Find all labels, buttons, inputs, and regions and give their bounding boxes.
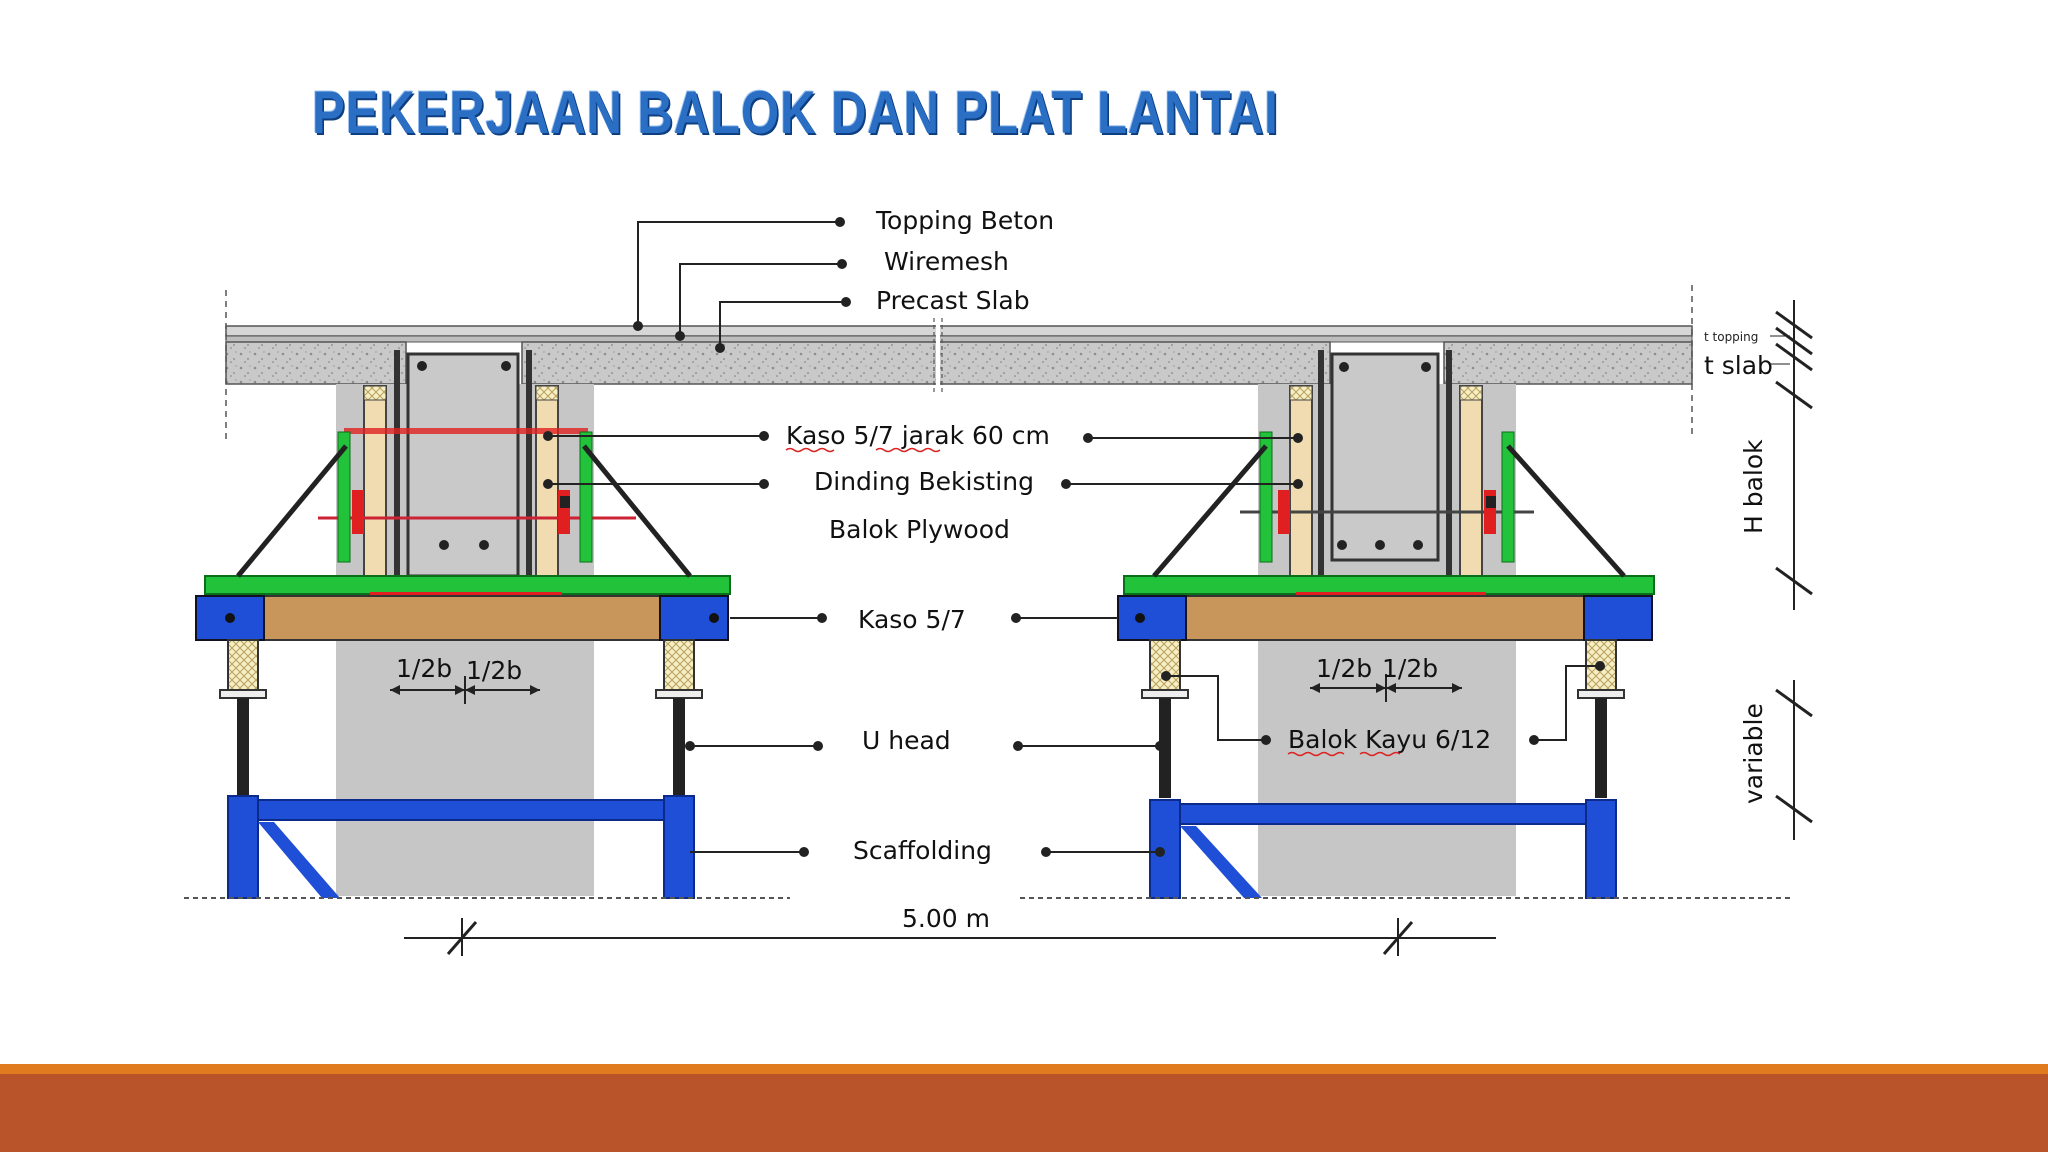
slab — [225, 285, 1693, 440]
label-scaffolding: Scaffolding — [853, 836, 992, 865]
label-topping-beton: Topping Beton — [875, 206, 1054, 235]
vertical-dimensions — [1770, 300, 1813, 840]
label-variable: variable — [1739, 703, 1768, 804]
label-half-b-left-2: 1/2b — [466, 656, 522, 685]
label-dinding-bekisting: Dinding Bekisting — [814, 467, 1034, 496]
span-dimension — [404, 918, 1496, 956]
label-precast-slab: Precast Slab — [876, 286, 1030, 315]
label-wiremesh: Wiremesh — [884, 247, 1009, 276]
page-title: PEKERJAAN BALOK DAN PLAT LANTAI — [312, 79, 1279, 146]
beam-left — [195, 350, 731, 899]
footer-bar — [0, 1074, 2048, 1152]
label-half-b-left-1: 1/2b — [396, 654, 452, 683]
label-u-head: U head — [862, 726, 951, 755]
label-kaso: Kaso 5/7 — [858, 605, 966, 634]
label-kaso-jarak: Kaso 5/7 jarak 60 cm — [786, 421, 1050, 450]
footer-bar-accent — [0, 1064, 2048, 1074]
label-balok-plywood: Balok Plywood — [829, 515, 1010, 544]
label-t-topping: t topping — [1704, 330, 1758, 344]
leader-lines — [543, 217, 1605, 857]
label-h-balok: H balok — [1739, 439, 1768, 534]
label-half-b-right-1: 1/2b — [1316, 654, 1372, 683]
label-balok-kayu: Balok Kayu 6/12 — [1288, 725, 1491, 754]
beam-right — [1117, 350, 1655, 899]
label-span: 5.00 m — [902, 904, 990, 933]
label-half-b-right-2: 1/2b — [1382, 654, 1438, 683]
label-t-slab: t slab — [1704, 351, 1773, 380]
